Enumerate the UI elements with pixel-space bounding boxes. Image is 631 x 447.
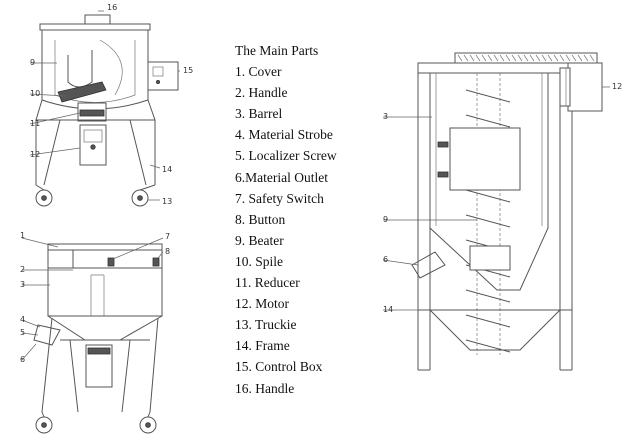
top-handle [84, 14, 111, 24]
legend-item: 12. Motor [235, 296, 289, 312]
front-cone [47, 315, 163, 341]
top-callout-9: 9 [30, 58, 35, 67]
right-inspection-door [449, 127, 521, 191]
top-control-screen [152, 66, 164, 77]
right-screw-column [476, 73, 501, 355]
legend-item: 1. Cover [235, 64, 282, 80]
top-callout-16: 16 [107, 3, 117, 12]
front-cover [47, 243, 163, 251]
right-door-latch-bottom [437, 171, 449, 178]
right-callout-6: 6 [383, 255, 388, 264]
top-leaders [29, 10, 180, 201]
top-curve [99, 39, 123, 96]
right-callout-9: 9 [383, 215, 388, 224]
top-callout-14: 14 [162, 165, 172, 174]
top-beater [67, 50, 93, 88]
top-paddle [57, 81, 107, 103]
legend-item: 2. Handle [235, 85, 288, 101]
front-barrel [47, 268, 163, 317]
front-frame [41, 317, 159, 413]
front-callout-6: 6 [20, 355, 25, 364]
front-leaders [21, 237, 164, 361]
top-callout-10: 10 [30, 89, 40, 98]
legend-item: 7. Safety Switch [235, 190, 324, 206]
right-frame [417, 73, 573, 371]
legend-item: 6.Material Outlet [235, 169, 328, 185]
right-callout-14: 14 [383, 305, 393, 314]
right-motor [567, 62, 603, 112]
legend-item: 15. Control Box [235, 359, 323, 375]
bottom-left-view: 1 7 8 2 3 4 5 6 [20, 231, 170, 434]
front-callout-8: 8 [165, 247, 170, 256]
right-motor-body [559, 67, 571, 107]
parts-legend: The Main Parts 1. Cover 2. Handle 3. Bar… [235, 40, 337, 399]
right-callout-3: 3 [383, 112, 388, 121]
right-leaders [382, 86, 610, 311]
top-callout-12: 12 [30, 150, 40, 159]
legend-item: 9. Beater [235, 232, 284, 248]
top-cover [39, 23, 151, 31]
top-callout-15: 15 [183, 66, 193, 75]
top-reducer-band [79, 109, 105, 117]
top-wheels [35, 184, 156, 207]
right-outlet [411, 251, 446, 279]
top-motor-top [83, 129, 103, 143]
front-callout-1: 1 [20, 231, 25, 240]
front-callout-5: 5 [20, 328, 25, 337]
front-callout-7: 7 [165, 232, 170, 241]
top-barrel [41, 30, 149, 110]
right-top-hatch [457, 54, 595, 62]
right-lower-cone [429, 309, 561, 351]
front-button [152, 257, 160, 267]
front-switch [107, 257, 115, 267]
front-wheels [35, 411, 157, 434]
right-door-latch-top [437, 141, 449, 148]
front-center-column [90, 274, 105, 316]
right-view: 12 3 9 6 14 [382, 52, 622, 371]
legend-item: 14. Frame [235, 338, 290, 354]
legend-item: 8. Button [235, 211, 286, 227]
legend-item: 10. Spile [235, 253, 284, 269]
top-left-view: 16 9 15 10 11 12 14 13 [29, 3, 193, 207]
right-barrel-inner [435, 73, 543, 226]
front-callout-4: 4 [20, 315, 25, 324]
front-rim [47, 249, 163, 269]
front-callout-3: 3 [20, 280, 25, 289]
legend-item: 13. Truckie [235, 317, 297, 333]
top-callout-11: 11 [30, 119, 40, 128]
right-callout-12: 12 [612, 82, 622, 91]
front-callout-2: 2 [20, 265, 25, 274]
legend-title: The Main Parts [235, 43, 319, 58]
right-top-bar [417, 62, 569, 74]
legend-item: 4. Material Strobe [235, 127, 333, 143]
top-motor-dot [90, 144, 96, 150]
top-frame [35, 99, 156, 186]
legend-item: 11. Reducer [235, 275, 300, 291]
legend-item: 3. Barrel [235, 106, 283, 122]
legend-item: 5. Localizer Screw [235, 148, 337, 164]
right-beater-band [469, 245, 511, 271]
front-motor-band [87, 347, 111, 355]
top-callout-13: 13 [162, 197, 172, 206]
legend-item: 16. Handle [235, 380, 295, 396]
top-control-knob [155, 80, 160, 85]
